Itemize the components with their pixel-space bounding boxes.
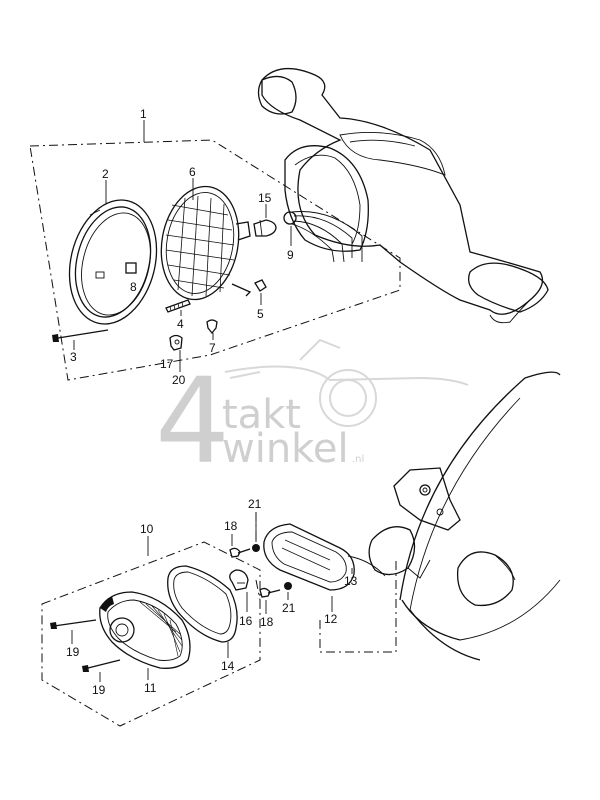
rim-clip <box>125 262 137 274</box>
nut-21-upper <box>252 544 260 552</box>
callout-9: 9 <box>287 248 294 262</box>
taillight-group-outline <box>41 541 261 727</box>
watermark-word-top: takt <box>222 392 301 438</box>
taillight-housing <box>99 591 191 669</box>
watermark-number: 4 <box>155 352 230 490</box>
turn-signal-left <box>368 526 431 579</box>
license-bracket <box>393 467 461 531</box>
callout-3: 3 <box>70 350 77 364</box>
watermark-motorcycle-icon <box>224 338 469 427</box>
callout-labels: 1 2 3 4 5 6 7 8 9 10 11 12 13 14 15 16 1… <box>66 107 358 697</box>
callout-2: 2 <box>102 167 109 181</box>
callout-21-lower: 21 <box>282 601 296 615</box>
callout-19-upper: 19 <box>66 645 80 659</box>
screw-7 <box>206 319 218 335</box>
callout-18-lower: 18 <box>260 615 274 629</box>
callout-14: 14 <box>221 659 235 673</box>
callout-21-upper: 21 <box>248 497 262 511</box>
screw-19-upper <box>50 619 97 629</box>
lens-group-outline <box>255 512 397 653</box>
callout-8: 8 <box>130 280 137 294</box>
callout-1: 1 <box>140 107 147 121</box>
screw-3 <box>52 329 109 342</box>
screw-18-lower <box>259 587 281 598</box>
callout-5: 5 <box>257 307 264 321</box>
callout-7: 7 <box>209 341 216 355</box>
watermark-logo: 4 takt winkel .nl <box>155 338 469 490</box>
screw-18-upper <box>229 547 251 558</box>
bolt-17-20 <box>169 334 183 351</box>
callout-16: 16 <box>239 614 253 628</box>
callout-4: 4 <box>177 317 184 331</box>
headlight-group-outline <box>29 139 401 381</box>
callout-20: 20 <box>172 373 186 387</box>
tail-wire <box>347 555 386 577</box>
callout-12: 12 <box>324 612 338 626</box>
callout-6: 6 <box>189 165 196 179</box>
turn-signal-right <box>456 551 516 607</box>
callout-17: 17 <box>160 357 174 371</box>
grommet-and-wires <box>283 211 363 263</box>
nut-5 <box>254 279 267 292</box>
handlebar-cover <box>257 68 549 324</box>
callout-11: 11 <box>144 681 157 695</box>
headlight-rim <box>68 199 158 325</box>
headlight-unit <box>160 185 252 301</box>
adjusting-screw-4 <box>165 299 191 313</box>
rear-fender <box>399 371 561 661</box>
callout-10: 10 <box>140 522 154 536</box>
taillight-lens <box>263 523 355 591</box>
tail-bulb <box>229 569 249 591</box>
callout-15: 15 <box>258 191 272 205</box>
callout-18-upper: 18 <box>224 519 238 533</box>
screw-19-lower <box>82 659 121 672</box>
nut-21-lower <box>284 582 292 590</box>
headlight-bulb <box>253 219 277 237</box>
watermark-suffix: .nl <box>352 454 364 465</box>
gasket-14 <box>167 565 238 643</box>
watermark-word-bottom: winkel <box>222 426 349 472</box>
callout-19-lower: 19 <box>92 683 106 697</box>
callout-13: 13 <box>344 574 358 588</box>
